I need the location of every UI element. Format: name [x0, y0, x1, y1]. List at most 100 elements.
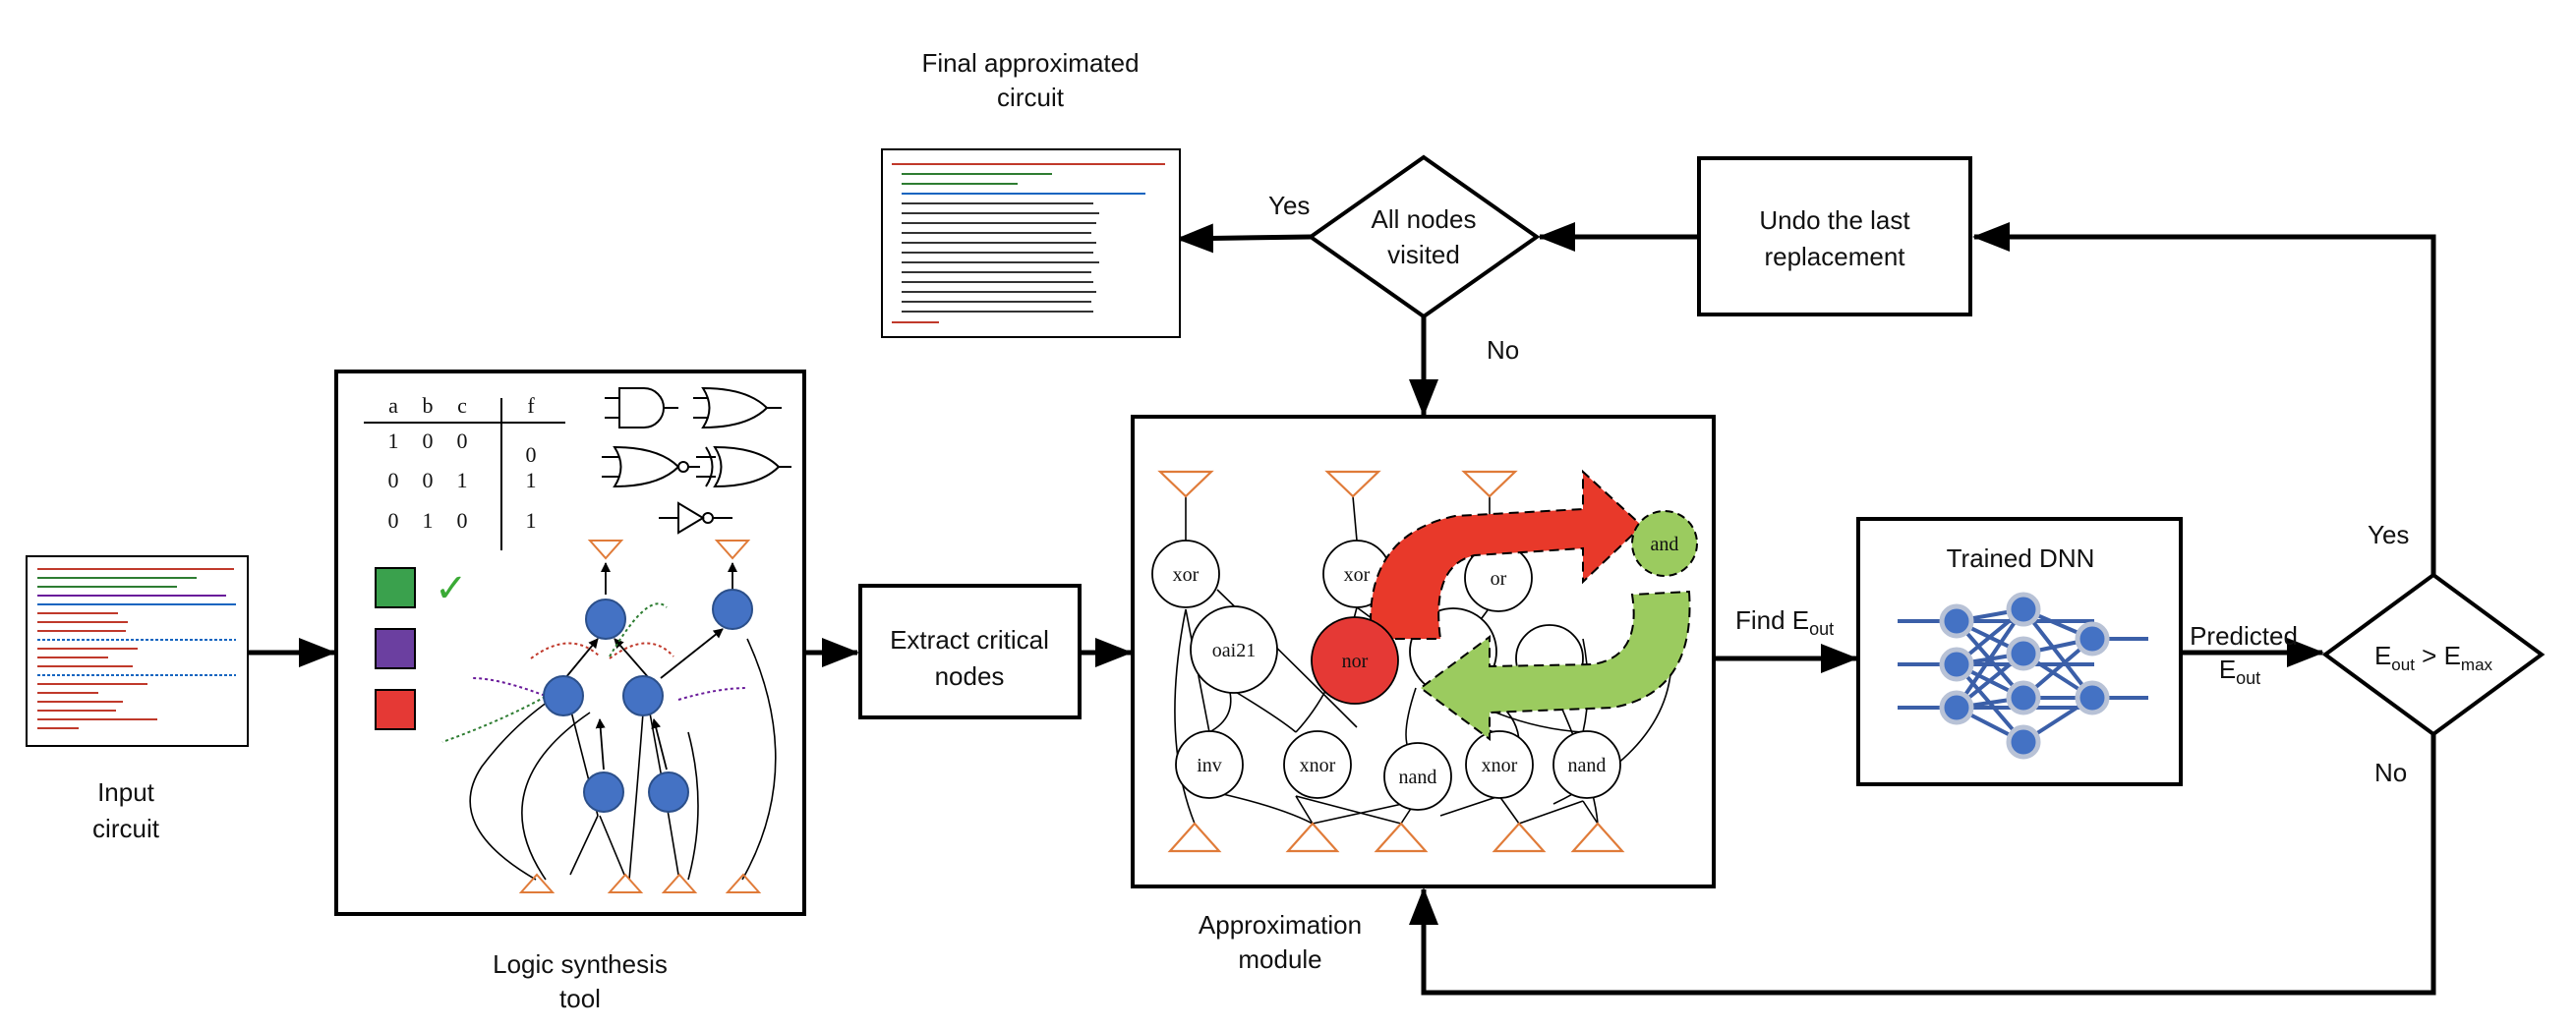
graph-node — [583, 771, 624, 813]
input-terminal — [1492, 822, 1547, 853]
decision-all-nodes-visited: All nodes visited — [1307, 154, 1541, 319]
output-terminal — [1461, 470, 1518, 498]
nor-gate-icon — [602, 445, 700, 488]
tt-cell: 0 — [388, 508, 399, 533]
node-label-inv: inv — [1197, 755, 1222, 776]
no-label-right: No — [2374, 758, 2407, 787]
red-replacement-arrow — [1370, 469, 1644, 640]
input-terminal — [1374, 822, 1429, 853]
swatch-purple — [375, 628, 416, 669]
swatch-green — [375, 567, 416, 608]
tt-cell: 0 — [457, 508, 468, 533]
visited-label-2: visited — [1387, 240, 1460, 269]
decision-label: Eout > Emax — [2374, 641, 2493, 674]
input-terminal — [518, 873, 556, 893]
predicted-label-1: Predicted — [2190, 621, 2298, 651]
green-replacement-arrow — [1419, 590, 1691, 741]
node-label-nand-2: nand — [1568, 755, 1607, 776]
tt-cell: 1 — [423, 508, 434, 533]
output-terminal — [1157, 470, 1214, 498]
truth-table: a b c f 1 0 0 0 0 0 1 1 0 1 0 1 — [364, 393, 565, 550]
find-eout-label: Find Eout — [1735, 605, 1834, 639]
input-circuit: Input circuit — [26, 555, 249, 843]
graph-node — [648, 771, 689, 813]
predicted-label-2: Eout — [2219, 655, 2260, 688]
input-terminal — [661, 873, 698, 893]
undo-box: Undo the last replacement — [1697, 156, 1972, 316]
node-label-and: and — [1651, 534, 1679, 555]
and-gate-icon — [605, 387, 678, 428]
input-terminal — [1285, 822, 1340, 853]
approx-terminals — [1157, 470, 1625, 853]
final-circuit: Final approximated circuit — [881, 48, 1181, 338]
input-terminal — [725, 873, 762, 893]
dnn-neurons — [1939, 592, 2110, 760]
node-label-xnor: xnor — [1300, 755, 1336, 776]
arrow-no-to-approx — [1409, 734, 2436, 996]
dnn-title: Trained DNN — [1947, 543, 2095, 573]
tt-cell: 0 — [388, 468, 399, 492]
graph-node — [712, 589, 753, 630]
tt-cell: 1 — [526, 508, 537, 533]
final-code-lines — [892, 163, 1165, 323]
arrow-visited-yes-to-final — [1176, 223, 1312, 254]
node-label-oai21: oai21 — [1212, 640, 1256, 661]
input-terminal — [1167, 822, 1222, 853]
input-terminal — [607, 873, 644, 893]
graph-node — [543, 675, 584, 716]
nor-node — [1311, 616, 1399, 705]
decision-eout-emax: Eout > Emax — [2321, 572, 2546, 737]
node-label-nand: nand — [1399, 767, 1437, 788]
xor-gate-icon — [696, 445, 791, 488]
input-label-2: circuit — [92, 814, 160, 843]
undo-label-1: Undo the last — [1759, 205, 1910, 235]
synthesis-tool: a b c f 1 0 0 0 0 0 1 1 0 1 0 1 — [334, 370, 806, 1013]
tt-header-b: b — [423, 393, 434, 418]
node-label-nor: nor — [1342, 651, 1369, 672]
synthesis-graph — [441, 540, 777, 893]
final-label-2: circuit — [997, 83, 1065, 112]
visited-label-1: All nodes — [1372, 204, 1477, 234]
tt-cell: 1 — [526, 468, 537, 492]
tt-header-c: c — [457, 393, 467, 418]
tt-cell: 0 — [423, 428, 434, 453]
trained-dnn: Trained DNN — [1856, 517, 2183, 786]
approx-node-labels: xor xor or and oai21 nor inv xnor nand x… — [1173, 534, 1679, 788]
yes-label-top: Yes — [1268, 191, 1310, 220]
synthesis-label-2: tool — [559, 984, 601, 1013]
tt-cell: 1 — [388, 428, 399, 453]
tt-header-a: a — [388, 393, 398, 418]
swatch-red — [375, 689, 416, 730]
gate-symbols — [602, 386, 791, 535]
check-icon: ✓ — [435, 566, 468, 611]
node-label-xor: xor — [1173, 564, 1200, 586]
approx-label-2: module — [1238, 944, 1321, 974]
output-terminal — [1324, 470, 1381, 498]
input-terminal — [1570, 822, 1625, 853]
and-node — [1631, 510, 1698, 577]
tt-cell: 1 — [457, 468, 468, 492]
graph-node — [622, 675, 664, 716]
or-gate-icon — [693, 386, 782, 429]
input-code-box — [26, 555, 249, 747]
arrow-yes-to-undo — [1972, 222, 2436, 575]
tt-cell: 0 — [457, 428, 468, 453]
tt-cell: 0 — [423, 468, 434, 492]
yes-label-right: Yes — [2368, 520, 2409, 549]
node-label-or: or — [1491, 568, 1507, 590]
node-label-xnor-2: xnor — [1482, 755, 1518, 776]
node-label-xor-2: xor — [1344, 564, 1371, 586]
tt-header-f: f — [527, 393, 535, 418]
extract-label-2: nodes — [935, 661, 1005, 691]
extract-label-1: Extract critical — [890, 625, 1049, 655]
extract-node-box: Extract critical nodes — [858, 584, 1082, 719]
graph-node — [585, 599, 626, 640]
tt-cell: 0 — [526, 442, 537, 467]
output-terminal — [714, 540, 751, 560]
approx-label-1: Approximation — [1199, 910, 1362, 940]
input-label-1: Input — [97, 777, 155, 807]
output-terminal — [587, 540, 624, 560]
final-label-1: Final approximated — [921, 48, 1139, 78]
synthesis-label-1: Logic synthesis — [493, 949, 668, 979]
